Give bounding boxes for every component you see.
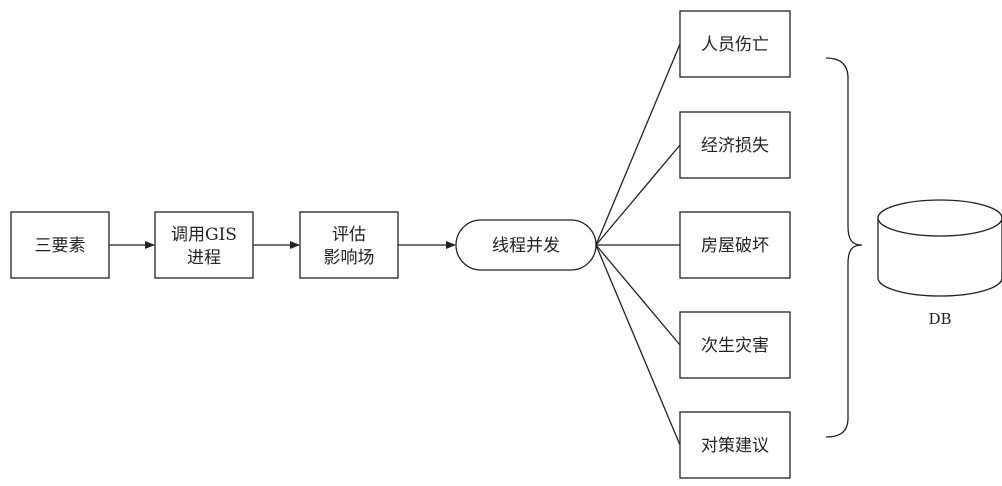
output-label-economic-loss: 经济损失 — [701, 136, 769, 156]
assess-impact-field-box — [299, 211, 399, 279]
three-elements-box — [10, 211, 110, 279]
database-label: DB — [928, 310, 951, 328]
concurrency-label: 线程并发 — [492, 236, 560, 256]
fan-line-countermeasures — [595, 244, 681, 446]
fan-line-secondary-disasters — [595, 244, 681, 346]
database-cylinder-icon — [877, 199, 1002, 297]
output-label-casualties: 人员伤亡 — [701, 35, 769, 55]
output-label-secondary-disasters: 次生灾害 — [701, 336, 769, 356]
output-box-economic-loss — [679, 111, 791, 179]
output-box-secondary-disasters — [679, 311, 791, 379]
fan-line-economic-loss — [595, 144, 681, 246]
call-gis-process-box — [154, 211, 254, 279]
three-elements-label: 三要素 — [35, 236, 86, 256]
assess-label-line1: 评估 — [332, 225, 366, 245]
assess-label-line2: 影响场 — [324, 248, 375, 268]
right-curly-brace — [825, 57, 863, 438]
output-box-countermeasures — [679, 411, 791, 479]
call-gis-label-line1: 调用GIS — [171, 225, 237, 245]
fan-line-casualties — [595, 43, 681, 246]
output-box-casualties — [679, 10, 791, 78]
output-label-countermeasures: 对策建议 — [701, 436, 769, 456]
call-gis-label-line2: 进程 — [187, 248, 221, 268]
output-label-house-damage: 房屋破坏 — [701, 236, 769, 256]
output-box-house-damage — [679, 211, 791, 279]
